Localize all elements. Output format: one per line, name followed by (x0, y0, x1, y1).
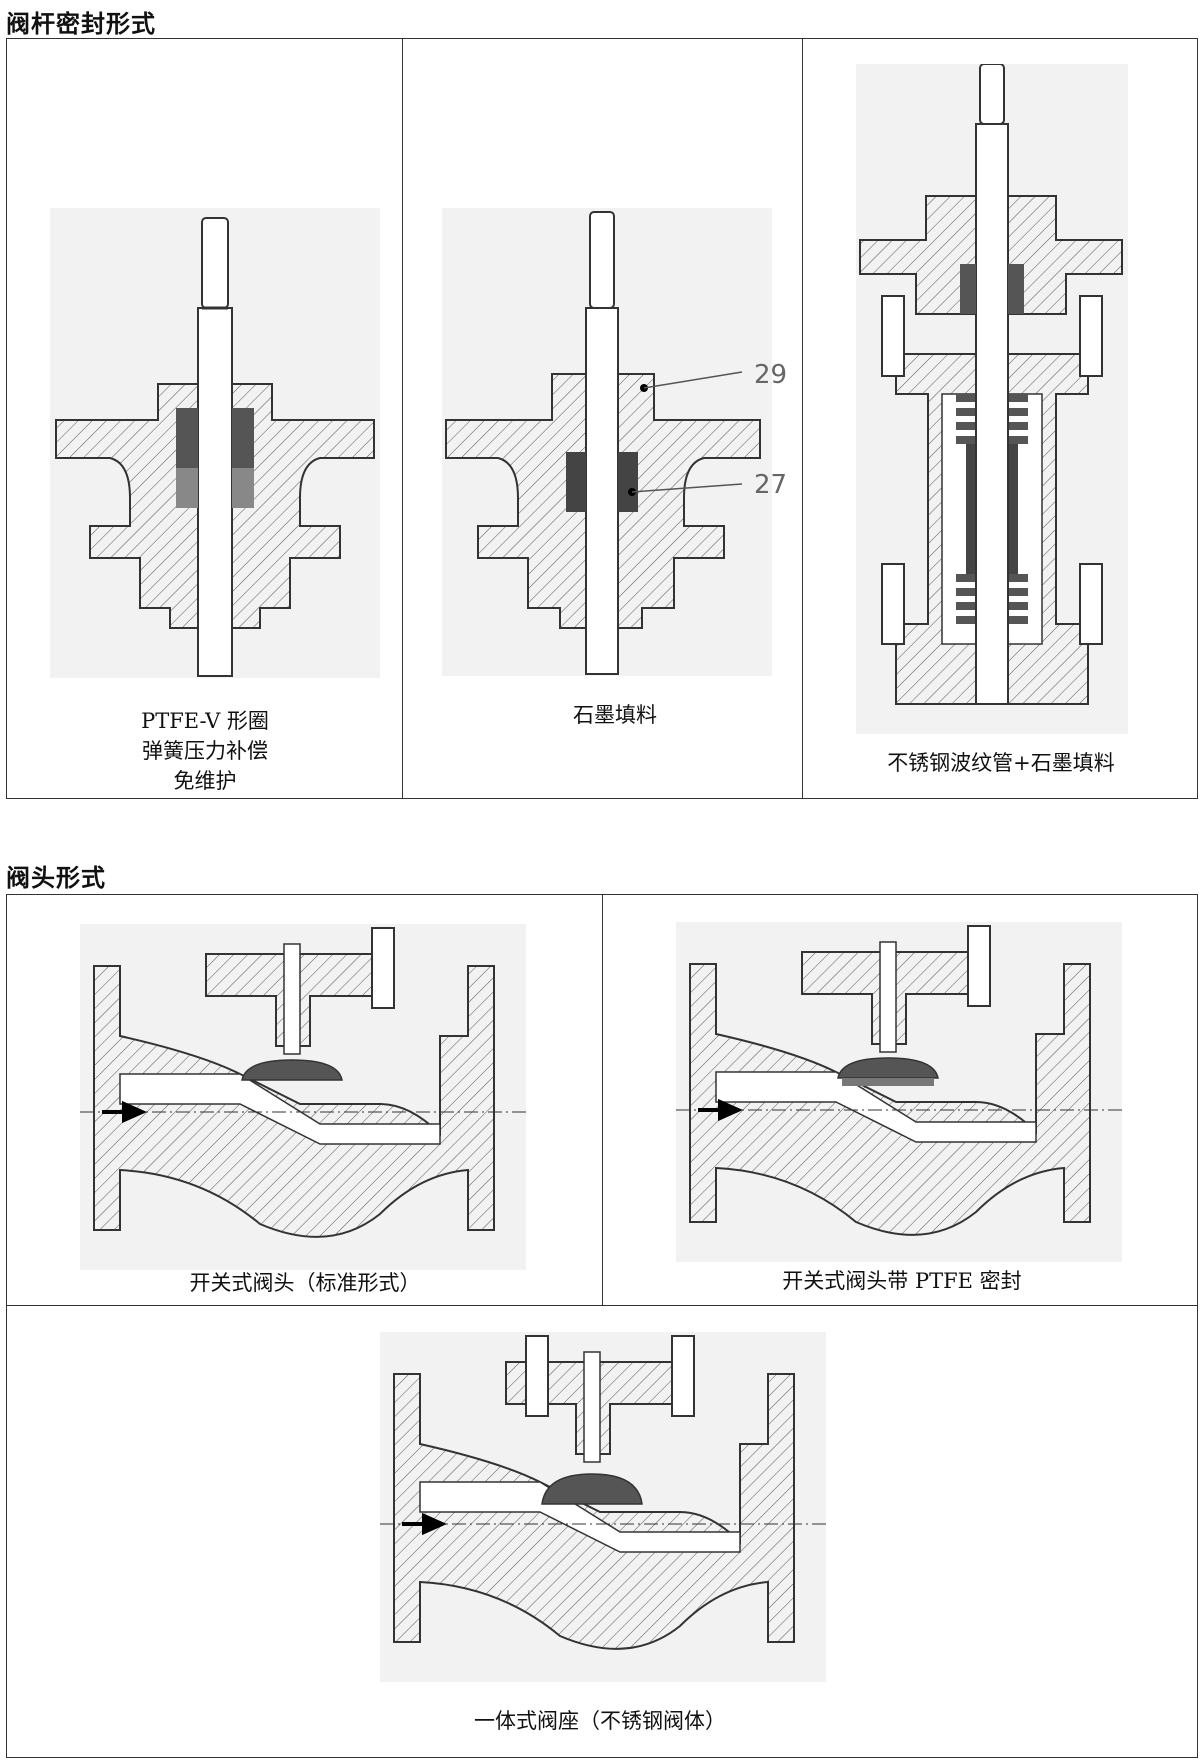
plug-type-divider-h (6, 1305, 1198, 1306)
section-title-stem-seal: 阀杆密封形式 (6, 10, 156, 38)
on-off-plug-standard-drawing (80, 924, 526, 1270)
caption-line-1: 不锈钢波纹管+石墨填料 (887, 751, 1115, 775)
callout-29: 29 (754, 360, 788, 390)
integral-seat-caption: 一体式阀座（不锈钢阀体） (474, 1709, 726, 1733)
stem-seal-divider-1 (402, 38, 403, 799)
on-off-plug-ptfe-caption: 开关式阀头带 PTFE 密封 (782, 1269, 1022, 1293)
integral-seat-drawing (380, 1332, 826, 1682)
graphite-packing-drawing (442, 208, 772, 676)
plug-type-divider-v (602, 894, 603, 1305)
stem-seal-table (6, 38, 1198, 799)
on-off-plug-ptfe-drawing (676, 922, 1122, 1262)
caption-line-1: PTFE-V 形圈 (141, 709, 269, 733)
stem-seal-divider-2 (802, 38, 803, 799)
callout-27: 27 (754, 470, 788, 500)
section-title-plug-type: 阀头形式 (6, 864, 106, 892)
graphite-packing-caption: 石墨填料 (420, 700, 810, 730)
caption-line-1: 石墨填料 (573, 703, 657, 727)
caption-line-2: 弹簧压力补偿 (142, 739, 268, 763)
ptfe-v-ring-drawing (50, 208, 380, 678)
ptfe-v-ring-caption: PTFE-V 形圈 弹簧压力补偿 免维护 (20, 706, 390, 796)
caption-line-3: 免维护 (173, 769, 237, 793)
bellows-seal-caption: 不锈钢波纹管+石墨填料 (806, 748, 1196, 778)
on-off-plug-standard-caption: 开关式阀头（标准形式） (189, 1271, 421, 1295)
bellows-seal-drawing (856, 64, 1128, 734)
